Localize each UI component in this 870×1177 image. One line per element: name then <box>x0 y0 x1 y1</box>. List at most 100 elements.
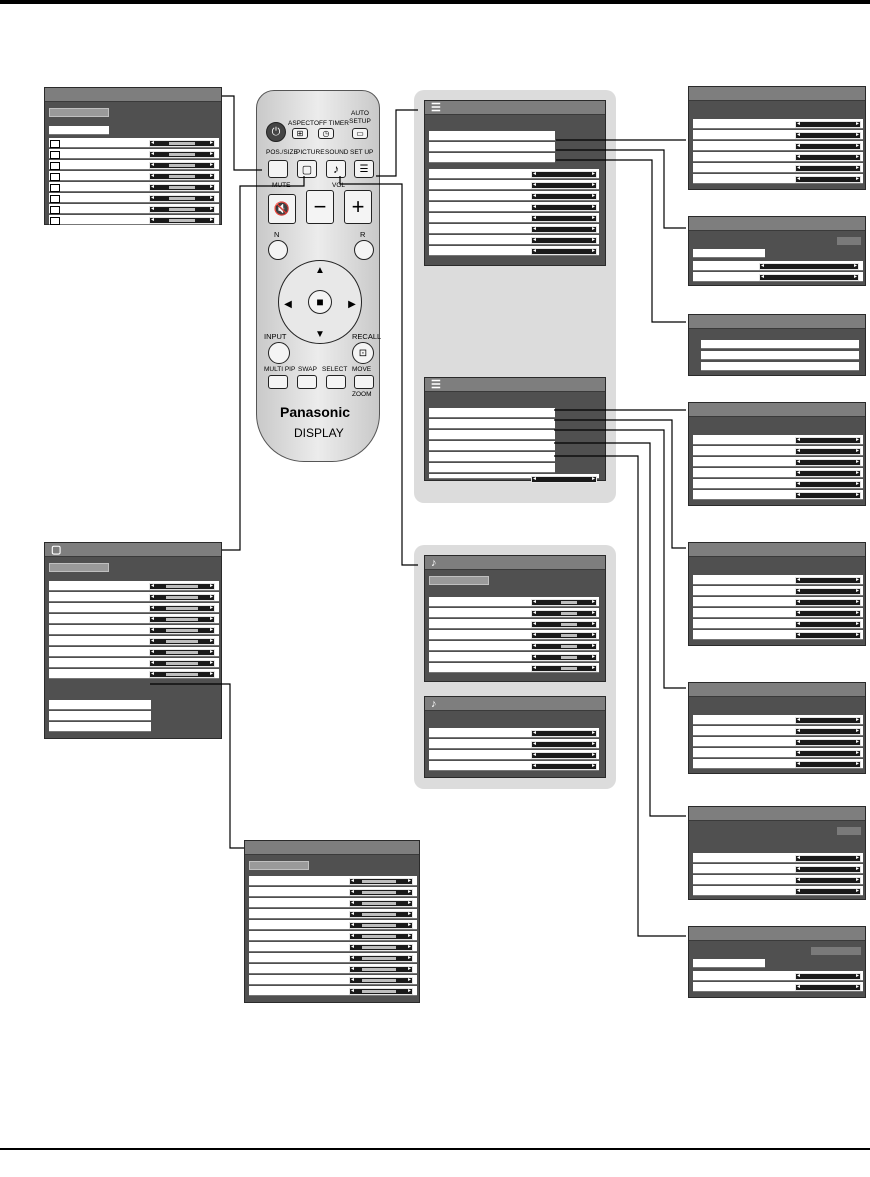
sound-panel-slider[interactable]: ◂▸ <box>531 599 597 606</box>
advanced-picture-panel-slider[interactable]: ◂▸ <box>349 933 413 940</box>
submenu-panel-2-slider[interactable]: ◂▸ <box>759 263 859 270</box>
aspect-button[interactable] <box>292 128 308 139</box>
auto-setup-button[interactable] <box>352 128 368 139</box>
advanced-picture-panel-slider[interactable]: ◂▸ <box>349 966 413 973</box>
sound-panel-slider[interactable]: ◂▸ <box>531 621 597 628</box>
advanced-picture-panel-slider[interactable]: ◂▸ <box>349 977 413 984</box>
sound-panel-2-row[interactable] <box>429 739 599 749</box>
advanced-picture-panel-row[interactable] <box>249 986 417 996</box>
submenu-panel-4-slider[interactable]: ◂▸ <box>795 459 861 466</box>
sound-panel-slider[interactable]: ◂▸ <box>531 643 597 650</box>
r-button[interactable] <box>354 240 374 260</box>
submenu-panel-1-row[interactable] <box>693 119 863 129</box>
submenu-panel-4-slider[interactable]: ◂▸ <box>795 481 861 488</box>
submenu-panel-2-slider[interactable]: ◂▸ <box>759 274 859 281</box>
setup-panel-1-row[interactable] <box>429 213 599 223</box>
submenu-panel-6-slider[interactable]: ◂▸ <box>795 717 861 724</box>
pos-size-panel-row[interactable] <box>49 149 219 159</box>
setup-panel-1-row[interactable] <box>429 169 599 179</box>
submenu-panel-5-slider[interactable]: ◂▸ <box>795 632 861 639</box>
submenu-panel-7-row[interactable] <box>693 886 863 896</box>
picture-panel-slider[interactable]: ◂▸ <box>149 583 215 590</box>
submenu-panel-5-row[interactable] <box>693 630 863 640</box>
setup-panel-1-row[interactable] <box>429 142 555 152</box>
submenu-panel-6-row[interactable] <box>693 748 863 758</box>
submenu-panel-4-slider[interactable]: ◂▸ <box>795 448 861 455</box>
picture-panel-slider[interactable]: ◂▸ <box>149 605 215 612</box>
submenu-panel-1-row[interactable] <box>693 141 863 151</box>
sound-panel-row[interactable] <box>429 597 599 607</box>
submenu-panel-3-row[interactable] <box>701 351 859 360</box>
setup-panel-2-row[interactable] <box>429 463 555 473</box>
sound-panel-row[interactable] <box>429 641 599 651</box>
submenu-panel-1-slider[interactable]: ◂▸ <box>795 176 861 183</box>
setup-panel-1-slider[interactable]: ◂▸ <box>531 248 597 255</box>
setup-panel-1-slider[interactable]: ◂▸ <box>531 226 597 233</box>
submenu-panel-5-row[interactable] <box>693 608 863 618</box>
pos-size-panel-row[interactable] <box>49 215 219 225</box>
advanced-picture-panel-slider[interactable]: ◂▸ <box>349 889 413 896</box>
pos-size-panel-row[interactable] <box>49 204 219 214</box>
picture-panel-slider[interactable]: ◂▸ <box>149 660 215 667</box>
submenu-panel-5-slider[interactable]: ◂▸ <box>795 599 861 606</box>
sound-panel-2-slider[interactable]: ◂▸ <box>531 741 597 748</box>
advanced-picture-panel-row[interactable] <box>249 931 417 941</box>
pos-size-panel-slider[interactable]: ◂▸ <box>149 151 215 158</box>
advanced-picture-panel-row[interactable] <box>249 909 417 919</box>
sound-panel-2-row[interactable] <box>429 761 599 771</box>
sound-panel-2-slider[interactable]: ◂▸ <box>531 752 597 759</box>
advanced-picture-panel-slider[interactable]: ◂▸ <box>349 988 413 995</box>
submenu-panel-4-slider[interactable]: ◂▸ <box>795 437 861 444</box>
setup-panel-2-row[interactable] <box>429 452 555 462</box>
setup-panel-1-slider[interactable]: ◂▸ <box>531 193 597 200</box>
sound-panel-row[interactable] <box>429 652 599 662</box>
setup-panel-2-row[interactable] <box>429 441 555 451</box>
picture-panel-row[interactable] <box>49 658 219 668</box>
submenu-panel-5-slider[interactable]: ◂▸ <box>795 610 861 617</box>
submenu-panel-5-row[interactable] <box>693 575 863 585</box>
setup-panel-1-row[interactable] <box>429 131 555 141</box>
picture-panel-row[interactable] <box>49 614 219 624</box>
submenu-panel-1-row[interactable] <box>693 152 863 162</box>
advanced-picture-panel-row[interactable] <box>249 975 417 985</box>
submenu-panel-7-slider[interactable]: ◂▸ <box>795 855 861 862</box>
picture-panel-slider[interactable]: ◂▸ <box>149 627 215 634</box>
action-button[interactable] <box>308 290 332 314</box>
submenu-panel-6-row[interactable] <box>693 715 863 725</box>
submenu-panel-6-row[interactable] <box>693 726 863 736</box>
arrow-left-icon[interactable]: ◀ <box>284 298 292 310</box>
advanced-picture-panel-slider[interactable]: ◂▸ <box>349 911 413 918</box>
submenu-panel-7-slider[interactable]: ◂▸ <box>795 888 861 895</box>
submenu-panel-2-row[interactable] <box>693 249 765 258</box>
sound-panel-2-row[interactable] <box>429 750 599 760</box>
submenu-panel-5-slider[interactable]: ◂▸ <box>795 577 861 584</box>
submenu-panel-7-slider[interactable]: ◂▸ <box>795 866 861 873</box>
submenu-panel-6-row[interactable] <box>693 737 863 747</box>
picture-button[interactable] <box>297 160 317 178</box>
submenu-panel-1-row[interactable] <box>693 130 863 140</box>
sound-panel-slider[interactable]: ◂▸ <box>531 665 597 672</box>
picture-panel-slider[interactable]: ◂▸ <box>149 671 215 678</box>
sound-panel-row[interactable] <box>429 608 599 618</box>
submenu-panel-4-slider[interactable]: ◂▸ <box>795 470 861 477</box>
normalize-button[interactable] <box>268 240 288 260</box>
submenu-panel-1-slider[interactable]: ◂▸ <box>795 154 861 161</box>
sound-panel-2-row[interactable] <box>429 728 599 738</box>
advanced-picture-panel-slider[interactable]: ◂▸ <box>349 955 413 962</box>
submenu-panel-7-row[interactable] <box>693 875 863 885</box>
pos-size-panel-slider[interactable]: ◂▸ <box>149 206 215 213</box>
submenu-panel-4-slider[interactable]: ◂▸ <box>795 492 861 499</box>
setup-panel-2-row[interactable] <box>429 430 555 440</box>
submenu-panel-5-row[interactable] <box>693 597 863 607</box>
advanced-picture-panel-slider[interactable]: ◂▸ <box>349 900 413 907</box>
submenu-panel-6-slider[interactable]: ◂▸ <box>795 761 861 768</box>
submenu-panel-4-row[interactable] <box>693 457 863 467</box>
submenu-panel-4-row[interactable] <box>693 468 863 478</box>
submenu-panel-8-row[interactable] <box>693 982 863 992</box>
setup-panel-1-row[interactable] <box>429 191 599 201</box>
pos-size-panel-slider[interactable]: ◂▸ <box>149 217 215 224</box>
submenu-panel-3-row[interactable] <box>701 362 859 371</box>
pos-size-panel-row[interactable] <box>49 171 219 181</box>
power-button[interactable] <box>266 122 286 142</box>
submenu-panel-3-row[interactable] <box>701 340 859 349</box>
